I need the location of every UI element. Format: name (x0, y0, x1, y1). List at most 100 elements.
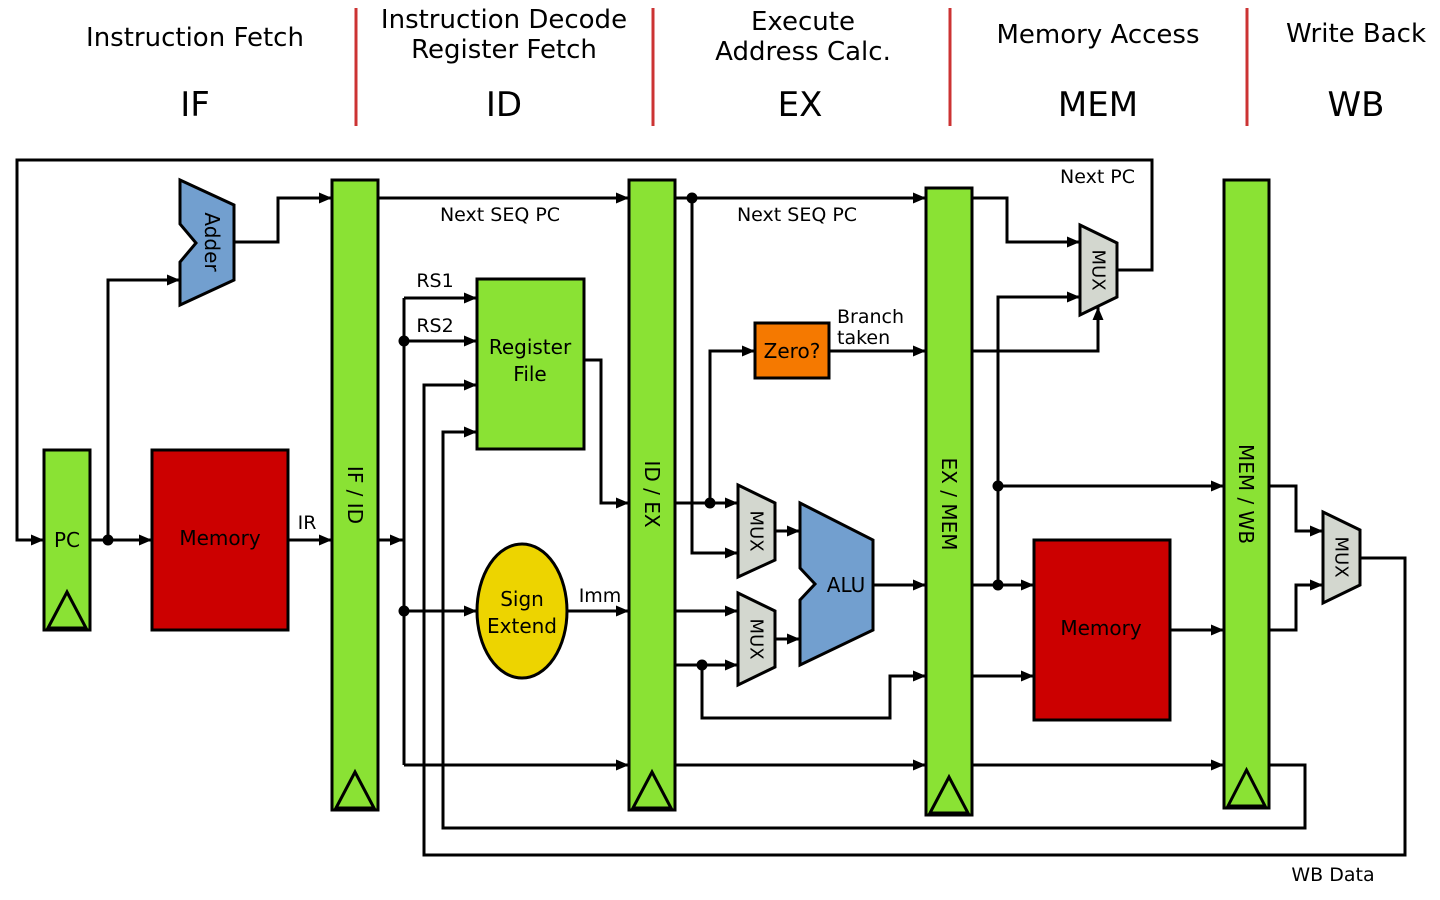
signal-next-pc-label: Next PC (1060, 166, 1135, 188)
zero-test: Zero? (753, 321, 831, 380)
signal-wb-data-label: WB Data (1291, 864, 1374, 886)
signal-ir-label: IR (298, 512, 317, 534)
register-file-label-line1: Register (489, 335, 572, 359)
adder-label: Adder (200, 212, 224, 272)
ex-mux-upper: MUX (736, 482, 777, 580)
signal-labels: IR Next SEQ PC RS1 RS2 Imm Next SEQ PC B… (298, 166, 1375, 886)
alu-label: ALU (827, 573, 865, 597)
id-ex-register: ID / EX (627, 178, 677, 812)
junction-dot (704, 497, 716, 509)
wire-wb-dest-to-regfile (441, 426, 1307, 830)
wire-pc-to-ex-mux (690, 198, 738, 559)
junction-dot (102, 534, 114, 546)
stage-if-title: Instruction Fetch (86, 23, 304, 53)
stage-ex-title-line1: Execute (751, 7, 855, 37)
if-id-label: IF / ID (343, 466, 367, 524)
if-id-register: IF / ID (330, 178, 380, 812)
if-id-register-box (330, 178, 380, 812)
clock-triangle-icon (45, 588, 89, 630)
instruction-memory: Memory (150, 448, 290, 632)
clock-triangle-icon (630, 768, 674, 810)
clock-triangle-icon (927, 773, 971, 815)
ex-mux-upper-label: MUX (746, 510, 767, 551)
sign-extend-label-line1: Sign (500, 587, 544, 611)
wires (15, 158, 1407, 857)
junction-dot (686, 192, 698, 204)
wb-mux-shape (1321, 509, 1362, 606)
alu: ALU (798, 500, 875, 668)
wire-mem-to-wb-mux (1269, 579, 1323, 632)
mem-mux-shape (1078, 222, 1119, 318)
wire-wb-data-to-regfile (422, 379, 1407, 857)
register-file: Register File (475, 277, 586, 451)
components: PC Adder Memory IF / ID Register File Si… (42, 177, 1362, 817)
stage-id-title-line1: Instruction Decode (381, 5, 627, 35)
wire-alu-to-wb-mux (1269, 484, 1323, 537)
sign-extend-label-line2: Extend (487, 614, 557, 638)
stage-wb-title: Write Back (1286, 19, 1426, 49)
clock-triangle-icon (333, 768, 377, 810)
wire-b-to-ex-mem (700, 665, 926, 720)
data-memory: Memory (1032, 538, 1172, 722)
mem-mux-label: MUX (1088, 249, 1109, 290)
stage-if-abbr: IF (180, 85, 210, 125)
stage-id-title-line2: Register Fetch (411, 35, 597, 65)
sign-extend: Sign Extend (475, 542, 569, 680)
wb-mux: MUX (1321, 509, 1362, 606)
ex-mux-lower-shape (736, 590, 777, 688)
adder: Adder (178, 177, 236, 308)
wire-next-pc-loop (15, 158, 1154, 546)
stage-wb-abbr: WB (1328, 85, 1385, 125)
pc-register: PC (42, 448, 92, 632)
id-ex-register-box (627, 178, 677, 812)
mem-wb-label: MEM / WB (1234, 444, 1258, 544)
wire-adder-to-if-id (234, 192, 332, 244)
junction-dot (398, 605, 410, 617)
wire-a-to-zero (708, 345, 755, 503)
signal-rs1-label: RS1 (416, 270, 453, 292)
signal-rs2-label: RS2 (416, 315, 453, 337)
stage-ex-abbr: EX (778, 85, 823, 125)
zero-test-label: Zero? (764, 339, 821, 363)
sign-extend-shape (475, 542, 569, 680)
mem-wb-register: MEM / WB (1222, 178, 1271, 810)
signal-branch-label-line2: taken (837, 327, 890, 349)
mem-wb-register-box (1222, 178, 1271, 810)
id-ex-label: ID / EX (640, 460, 664, 527)
adder-shape (178, 177, 236, 308)
data-memory-label: Memory (1060, 616, 1142, 640)
ex-mux-lower-label: MUX (746, 618, 767, 659)
signal-branch-label-line1: Branch (837, 306, 904, 328)
data-memory-box (1032, 538, 1172, 722)
wire-branch-to-mux-select (972, 307, 1104, 353)
ex-mux-lower: MUX (736, 590, 777, 688)
signal-next-seq-pc-ex-label: Next SEQ PC (737, 204, 857, 226)
junction-dot (992, 480, 1004, 492)
ex-mem-label: EX / MEM (937, 458, 961, 551)
wire-pc-to-adder (106, 274, 180, 540)
wb-mux-label: MUX (1331, 536, 1352, 577)
signal-imm-label: Imm (579, 585, 622, 607)
junctions (102, 192, 1004, 671)
mem-mux: MUX (1078, 222, 1119, 318)
ex-mux-upper-shape (736, 482, 777, 580)
junction-dot (992, 579, 1004, 591)
ex-mem-register: EX / MEM (924, 186, 974, 817)
stage-mem-abbr: MEM (1058, 85, 1138, 125)
alu-shape (798, 500, 875, 668)
junction-dot (398, 335, 410, 347)
junction-dot (696, 659, 708, 671)
wire-next-seq-pc-to-mem-mux (972, 196, 1080, 248)
wire-regfile-out (584, 358, 629, 509)
register-file-box (475, 277, 586, 451)
instruction-memory-label: Memory (179, 526, 261, 550)
stage-ex-title-line2: Address Calc. (715, 37, 891, 67)
register-file-label-line2: File (513, 362, 546, 386)
signal-next-seq-pc-id-label: Next SEQ PC (440, 204, 560, 226)
stage-mem-title: Memory Access (996, 20, 1199, 50)
stage-headers: Instruction Fetch IF Instruction Decode … (86, 5, 1426, 126)
pc-label: PC (54, 528, 80, 552)
clock-triangle-icon (1225, 766, 1268, 808)
ex-mem-register-box (924, 186, 974, 817)
